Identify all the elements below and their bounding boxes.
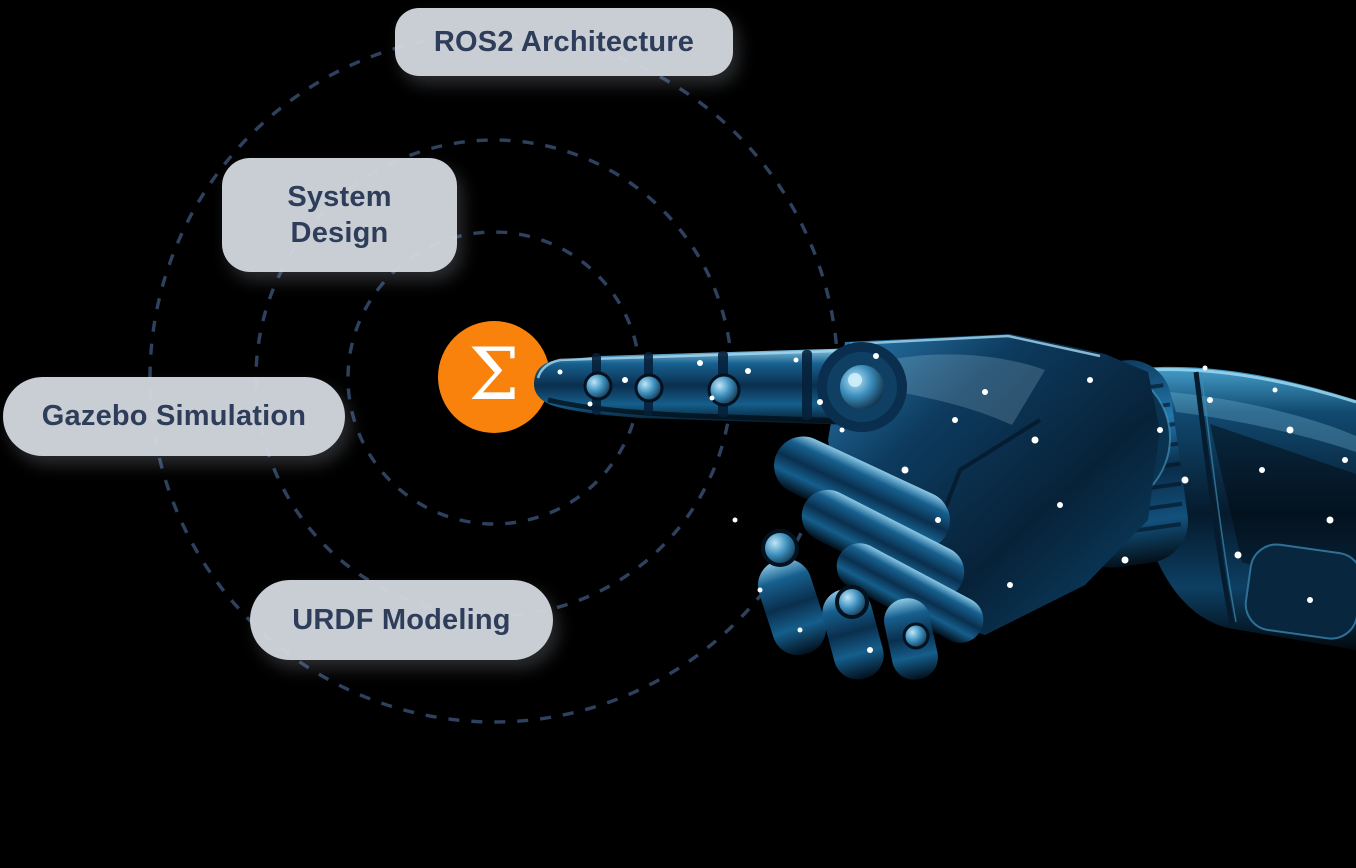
label-text: ROS2 Architecture (433, 25, 695, 58)
index-finger-rim (536, 348, 869, 379)
forearm-top-rim (1147, 368, 1356, 404)
label-text: System Design (287, 180, 392, 249)
finger-joint-band-4 (802, 350, 812, 420)
forearm-seam (1193, 371, 1235, 625)
sigma-icon: Σ (468, 332, 520, 416)
fingertip-fold-2 (822, 588, 884, 680)
label-system-design: System Design (222, 158, 457, 272)
forearm-panel (1244, 543, 1356, 640)
forearm-seam-highlight (1200, 371, 1237, 623)
curled-finger-2 (801, 489, 965, 599)
label-gazebo-simulation: Gazebo Simulation (3, 377, 345, 456)
center-sigma-badge: Σ (438, 321, 550, 433)
hand-reflection (876, 354, 1045, 425)
hand-top-rim (849, 334, 1101, 358)
knuckle-hub (840, 365, 884, 409)
index-finger-underside (547, 397, 881, 425)
fingertip-fold-1 (757, 558, 827, 656)
index-joint-3 (707, 373, 741, 407)
curled-finger-1 (774, 436, 950, 550)
label-text: Gazebo Simulation (41, 400, 307, 432)
label-ros2-architecture: ROS2 Architecture (395, 8, 733, 76)
index-joint-1 (583, 371, 613, 401)
label-text: URDF Modeling (292, 603, 511, 636)
knuckle-glint (848, 373, 862, 387)
finger-joint-3 (902, 622, 930, 650)
finger-joint-2 (835, 585, 869, 619)
forearm-highlight-streak (1170, 392, 1356, 452)
curled-finger-3 (836, 543, 984, 643)
index-joint-2 (634, 373, 664, 403)
finger-joint-1 (761, 529, 799, 567)
specular-dots (557, 353, 1348, 653)
label-urdf-modeling: URDF Modeling (250, 580, 553, 660)
